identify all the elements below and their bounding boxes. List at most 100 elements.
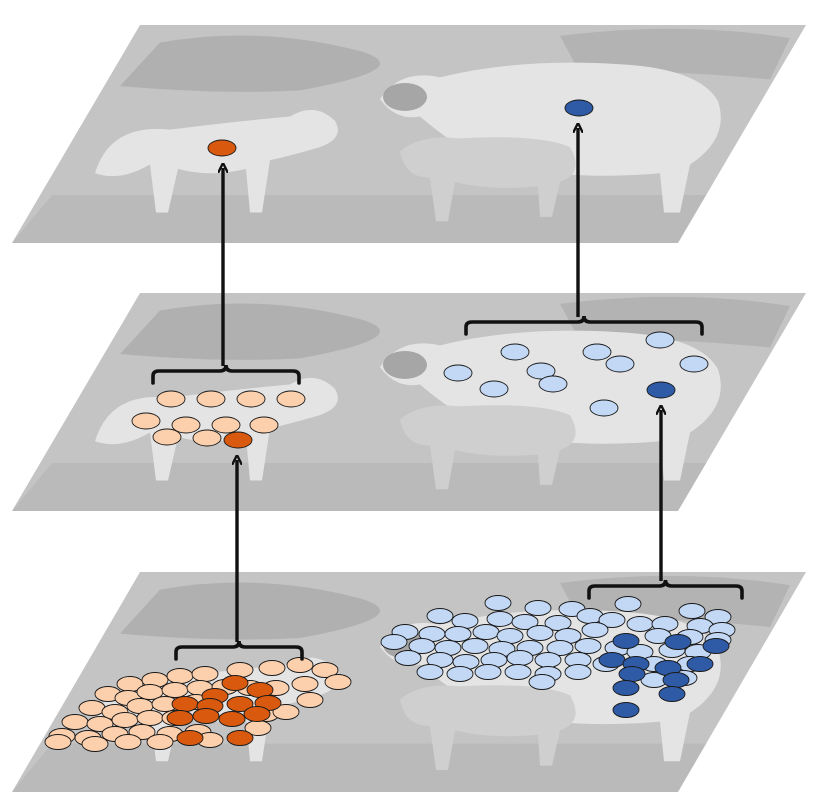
dark-blue-node [612,633,640,649]
dark-orange-node [192,708,220,724]
bracket-icon [587,579,744,600]
rock-shape [120,35,380,92]
light-blue-node [626,616,654,632]
light-orange-node [146,734,174,750]
light-blue-node [504,664,532,680]
sheep-shape [380,62,721,213]
light-orange-node [226,662,254,678]
light-orange-node [211,416,241,434]
grass-band [12,463,738,511]
light-orange-node [81,736,109,752]
light-blue-node [500,343,530,361]
bracket-icon [464,315,704,336]
light-orange-node [324,674,352,690]
light-orange-node [249,416,279,434]
light-blue-node [479,380,509,398]
top-layer-dots [207,99,594,157]
light-blue-node [538,375,568,393]
dark-orange-node [166,710,194,726]
light-orange-node [276,390,306,408]
dark-orange-node [226,730,254,746]
light-blue-node [474,664,502,680]
light-orange-node [286,657,314,673]
light-orange-node [272,704,300,720]
dark-blue-node [702,638,730,654]
light-orange-node [236,390,266,408]
light-orange-node [196,390,226,408]
light-blue-node [484,595,512,611]
light-orange-node [131,412,161,430]
light-orange-node [191,666,219,682]
light-blue-node [380,634,408,650]
light-blue-node [472,624,500,640]
light-blue-node [581,622,609,638]
light-blue-node [589,399,619,417]
light-blue-node [679,355,709,373]
lamb-shape [95,109,338,213]
bracket-icon [151,364,301,385]
light-blue-node [645,331,675,349]
dark-blue-node [618,666,646,682]
middle-layer [12,293,806,511]
light-blue-node [574,638,602,654]
light-blue-node [486,611,514,627]
light-blue-node [446,666,474,682]
light-orange-node [61,714,89,730]
top-layer [12,25,806,243]
small-lamb-shape [400,137,576,222]
light-blue-node [394,650,422,666]
light-orange-node [156,390,186,408]
grass-band [12,195,738,243]
small-lamb-shape [400,685,576,770]
light-blue-node [526,625,554,641]
dark-blue-node [646,381,676,399]
blue-node [564,99,594,117]
dark-blue-node [664,634,692,650]
dark-blue-node [612,702,640,718]
light-blue-node [528,674,556,690]
light-blue-node [534,652,562,668]
light-orange-node [171,416,201,434]
dark-blue-node [598,652,626,668]
light-blue-node [614,596,642,612]
middle-layer-dots [131,331,709,449]
light-blue-node [564,664,592,680]
light-orange-node [291,676,319,692]
dark-blue-node [686,656,714,672]
bottom-layer-dots [44,595,736,752]
dark-orange-node [171,696,199,712]
rock-shape [120,303,380,360]
light-blue-node [582,343,612,361]
rock-shape [120,582,380,640]
dark-orange-node [218,711,246,727]
light-orange-node [152,428,182,446]
sheep-photo [12,28,790,243]
light-orange-node [166,668,194,684]
light-blue-node [461,638,489,654]
light-blue-node [416,664,444,680]
connectors [151,128,744,661]
orange-node [207,139,237,157]
light-blue-node [524,600,552,616]
light-orange-node [258,660,286,676]
light-orange-node [114,734,142,750]
dark-orange-node [221,675,249,691]
light-blue-node [443,364,473,382]
sheep-head [383,82,427,111]
sheep-head [383,350,427,379]
light-blue-node [546,640,574,656]
small-lamb-shape [400,405,576,490]
light-blue-node [444,626,472,642]
light-orange-node [111,712,139,728]
light-orange-node [44,734,72,750]
light-blue-node [511,614,539,630]
dark-orange-node [223,431,253,449]
dark-orange-node [226,696,254,712]
light-orange-node [161,682,189,698]
light-blue-node [526,362,556,380]
dark-orange-node [243,706,271,722]
light-orange-node [296,692,324,708]
light-blue-node [678,603,706,619]
light-orange-node [192,429,222,447]
